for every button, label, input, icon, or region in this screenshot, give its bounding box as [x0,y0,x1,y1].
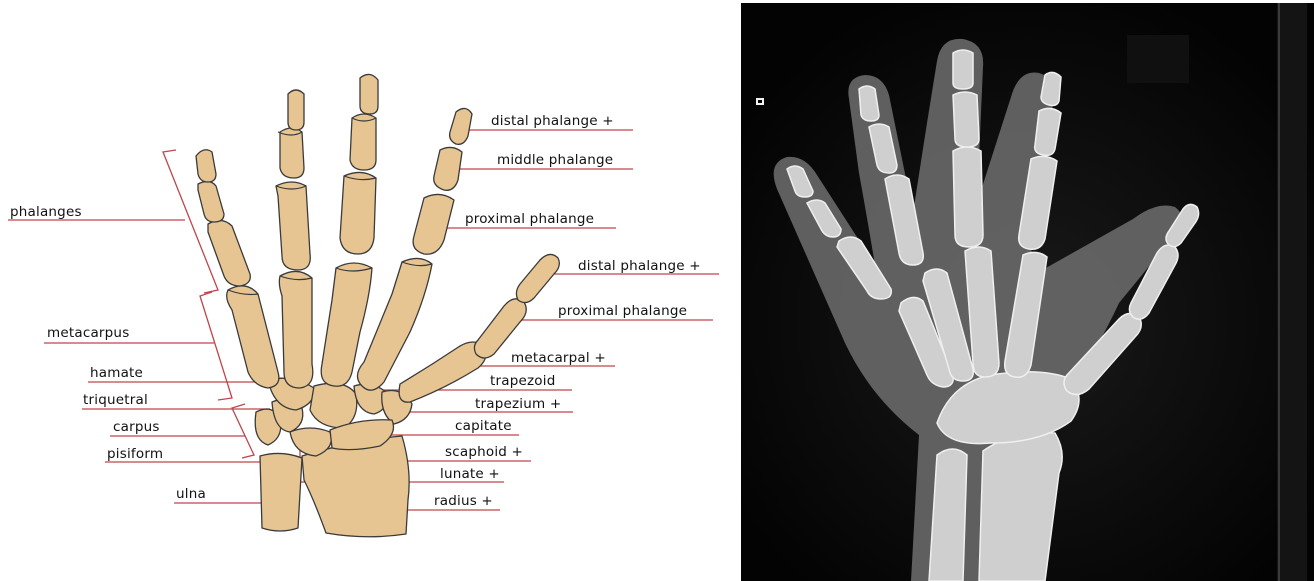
film-edge [1277,3,1307,581]
label-lunate: lunate + [440,466,500,482]
xray-ring-distal [859,86,879,121]
little-distal-phalanx [196,150,216,182]
xray-middle-proximal [953,147,983,247]
xray-hand-rendering [741,3,1314,581]
label-proximal-phalange-thumb: proximal phalange [558,303,687,319]
hand-anatomy-diagram: phalanges metacarpus hamate triquetral c… [0,0,740,581]
ring-metacarpal [279,271,312,388]
thumb-metacarpal [399,342,486,402]
index-distal-phalanx [450,108,472,144]
capitate-bone [310,383,357,428]
label-pisiform: pisiform [107,446,163,462]
carpus-bracket [232,404,254,458]
little-proximal-phalanx [208,220,250,286]
middle-middle-phalanx [350,114,376,170]
label-capitate: capitate [455,418,512,434]
xray-index-distal [1041,72,1061,105]
label-distal-phalange-thumb: distal phalange + [578,258,701,274]
index-proximal-phalanx [413,194,454,254]
label-metacarpal: metacarpal + [511,350,606,366]
label-scaphoid: scaphoid + [445,444,523,460]
xray-middle-distal [953,50,973,89]
ring-distal-phalanx [288,90,304,130]
label-distal-phalange-finger: distal phalange + [491,113,614,129]
little-metacarpal [227,286,279,388]
xray-middle-middle [953,92,979,147]
little-middle-phalanx [198,181,224,222]
label-phalanges: phalanges [10,204,82,220]
label-hamate: hamate [90,365,143,381]
label-ulna: ulna [176,486,206,502]
hand-xray-image [741,3,1314,581]
label-triquetral: triquetral [83,392,148,408]
label-proximal-phalange-finger: proximal phalange [465,211,594,227]
label-carpus: carpus [113,419,160,435]
label-middle-phalange: middle phalange [497,152,613,168]
label-trapezoid: trapezoid [490,373,555,389]
label-trapezium: trapezium + [475,396,561,412]
ulna-bone [260,453,302,531]
square-marker-icon [756,98,764,105]
index-middle-phalanx [434,147,462,190]
middle-distal-phalanx [360,74,378,114]
metacarpus-bracket [200,292,232,400]
middle-proximal-phalanx [340,172,376,254]
label-radius: radius + [434,493,493,509]
label-metacarpus: metacarpus [47,325,129,341]
hand-bones-illustration [0,0,740,581]
thumb-distal-phalanx [516,254,559,302]
ring-proximal-phalanx [276,182,310,270]
